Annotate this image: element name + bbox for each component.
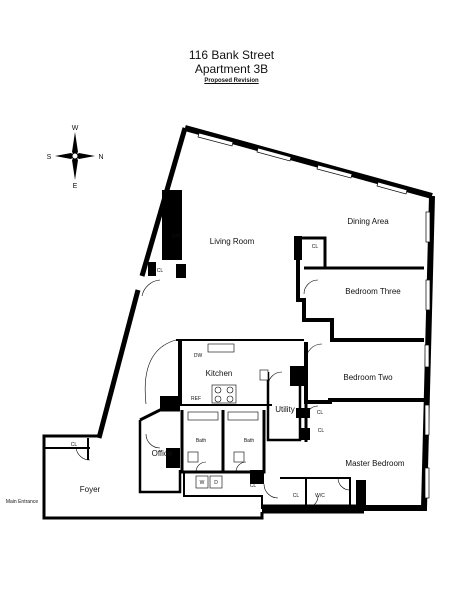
compass-south-label: S: [47, 154, 52, 161]
room-master-bedroom: Master Bedroom: [345, 459, 404, 468]
plan-title-address: 116 Bank Street: [188, 48, 275, 62]
room-bedroom-three: Bedroom Three: [345, 287, 401, 296]
top-wall-windows: [197, 132, 408, 195]
room-kitchen: Kitchen: [206, 369, 233, 378]
closet-label-master: CL: [318, 428, 325, 434]
closet-label-foyer: CL: [71, 442, 78, 448]
room-bedroom-two: Bedroom Two: [343, 373, 393, 382]
refrigerator-label: REF: [191, 396, 201, 402]
plan-title-unit: Apartment 3B: [194, 62, 269, 76]
east-wall-windows: [424, 211, 431, 499]
closet-label-entry: CL: [293, 493, 300, 499]
dryer-label: D: [214, 480, 218, 486]
compass-icon: W E S N: [47, 125, 104, 190]
fixtures: [187, 343, 269, 489]
room-foyer: Foyer: [80, 485, 101, 494]
room-utility: Utility: [275, 405, 295, 414]
compass-north-label: N: [98, 154, 103, 161]
room-dining-area: Dining Area: [347, 217, 389, 226]
interior-walls: [44, 236, 424, 509]
room-bath-2: Bath: [244, 438, 255, 444]
door-swings: [75, 279, 351, 509]
fireplace-label: F/P: [172, 234, 180, 240]
wall-masses: [148, 190, 366, 506]
closet-label-hall: CL: [250, 483, 257, 489]
room-labels: Living Room Dining Area Bedroom Three Be…: [6, 217, 405, 505]
walk-in-closet-label: W/C: [315, 493, 325, 499]
washer-label: W: [200, 480, 205, 486]
fixture-labels: F/P DW REF W D W/C CL CL CL CL CL CL CL: [71, 234, 325, 499]
plan-subtitle: Proposed Revision: [204, 78, 259, 84]
room-office: Office: [152, 449, 173, 458]
closet-label-bedroom-two: CL: [317, 410, 324, 416]
room-bath-1: Bath: [196, 438, 207, 444]
room-living-room: Living Room: [210, 237, 255, 246]
compass-east-label: E: [73, 183, 78, 190]
closet-label-living: CL: [157, 268, 164, 274]
closet-label-bedroom-three: CL: [312, 244, 319, 250]
main-entrance-label: Main Entrance: [6, 499, 38, 505]
compass-west-label: W: [72, 125, 79, 132]
dishwasher-label: DW: [194, 353, 203, 359]
